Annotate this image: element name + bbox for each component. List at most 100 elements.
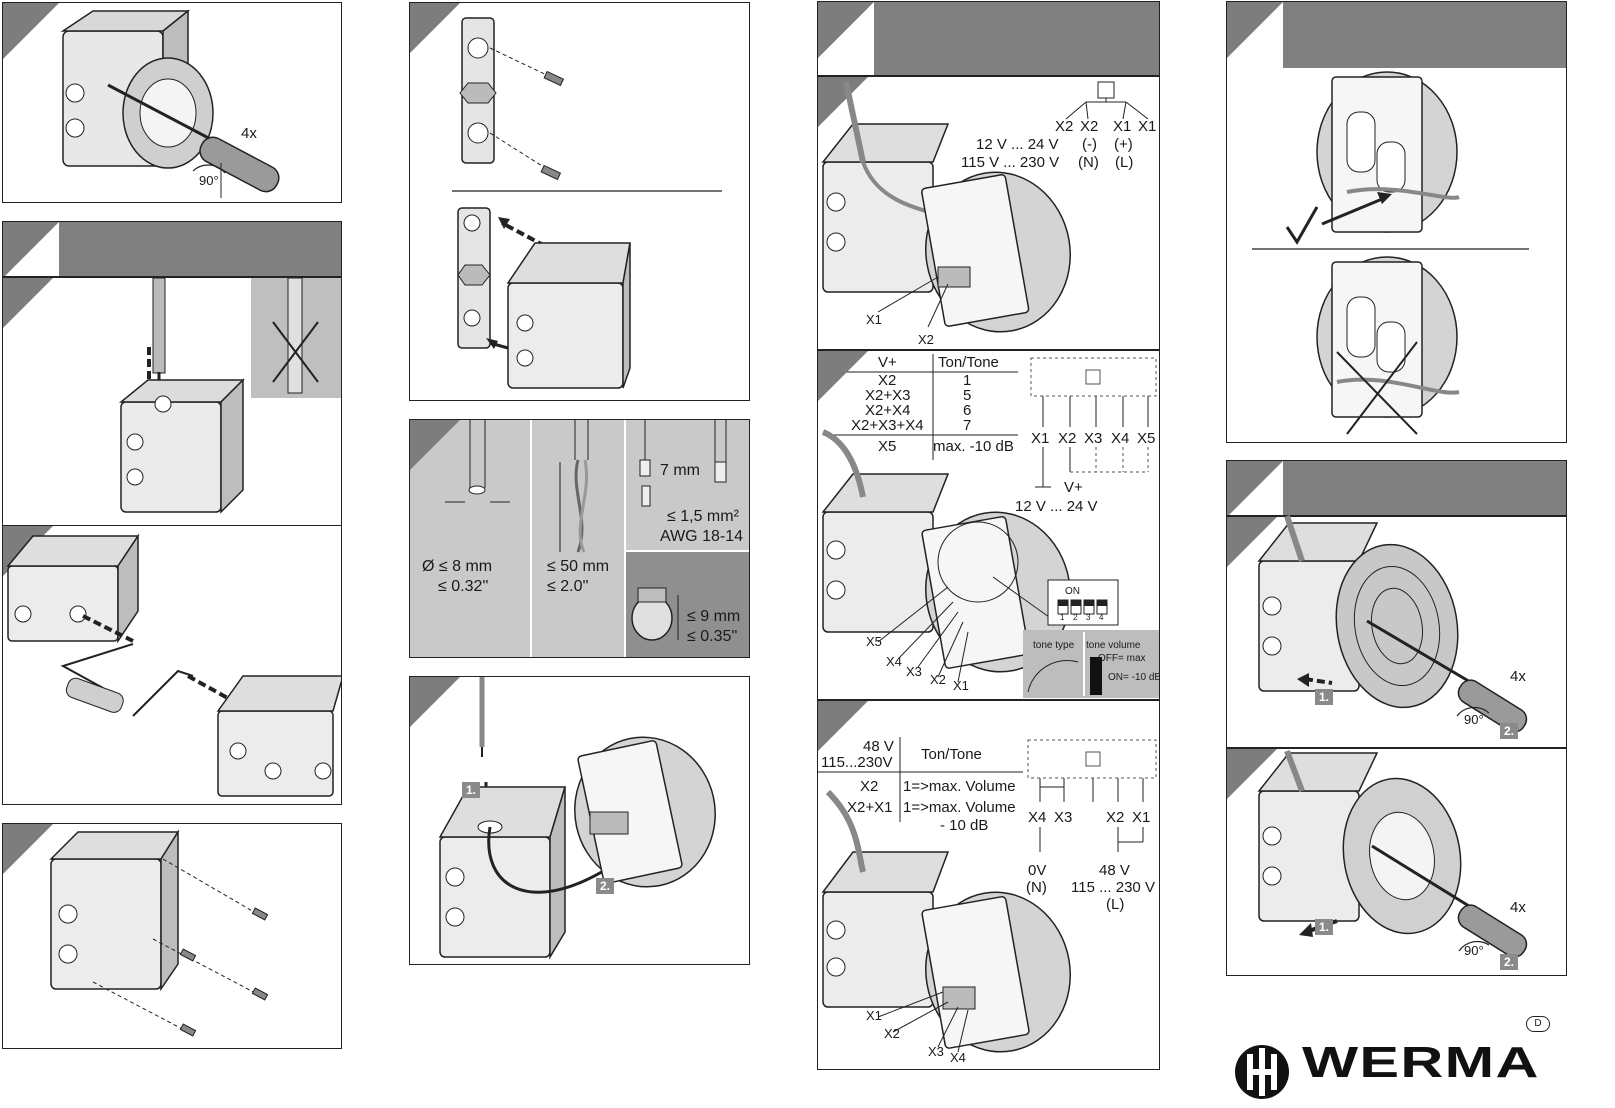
step-panel-insert-cable: 1. 2. (409, 676, 750, 965)
close2-count: 4x (1510, 899, 1526, 916)
tone-row-3-tone: 6 (963, 402, 972, 419)
tone-vplus: V+ (1064, 479, 1083, 496)
close-housing-illustration (1257, 515, 1528, 958)
gland-size-inch: ≤ 0.35'' (687, 628, 738, 645)
step-panel-bracket (409, 2, 750, 401)
tone-term-x3: X3 (1084, 430, 1103, 447)
on-minus-label: ON= -10 dB (1108, 672, 1160, 683)
cable-dimension-illustration (445, 420, 727, 641)
tone2-line: (L) (1106, 896, 1125, 913)
country-code: D (1534, 1018, 1542, 1029)
tone-term-x1: X1 (1031, 430, 1050, 447)
board-label-x3: X3 (906, 664, 922, 679)
werma-logo: WERMA (1232, 1038, 1562, 1100)
voltage-low: 12 V ... 24 V (976, 136, 1059, 153)
cable-length-inch: ≤ 2.0'' (547, 578, 589, 595)
panel-header-bar (874, 2, 1159, 75)
tone2-row2-v: X2+X1 (847, 799, 893, 816)
step-badge-2: 2. (596, 878, 615, 894)
close2-step-badge-1: 1. (1315, 919, 1334, 935)
panel-header-bar (59, 222, 341, 276)
wiring-column: X2 X2 X1 X1 12 V ... 24 V 115 V ... 230 … (817, 1, 1160, 1070)
close1-step-badge-1: 1. (1315, 689, 1334, 705)
terminal-label-x2: X2 (918, 332, 934, 347)
tone2-term-x1: X1 (1132, 809, 1151, 826)
dip-num-4: 4 (1099, 613, 1104, 622)
tone-term-x5: X5 (1137, 430, 1156, 447)
step-badge-1: 1. (462, 782, 481, 798)
tone-volume-label: tone volume (1086, 640, 1141, 651)
terminal-x1a: X1 (1113, 118, 1132, 135)
wire-awg: AWG 18-14 (660, 528, 743, 545)
insert-cable-illustration (438, 677, 716, 960)
polarity-neg: (-) (1082, 136, 1097, 153)
board2-label-x3: X3 (928, 1044, 944, 1059)
tone-row-4-tone: 7 (963, 417, 972, 434)
tone2-zero-v: 0V (1028, 862, 1047, 879)
step-panel-wall-mount (2, 823, 342, 1049)
polarity-pos: (+) (1114, 136, 1133, 153)
terminal-x2a: X2 (1055, 118, 1074, 135)
tone-row-4-v: X2+X3+X4 (851, 417, 924, 434)
gland-size: ≤ 9 mm (687, 608, 741, 625)
wall-mount-illustration (49, 829, 269, 1037)
board-label-x1: X1 (953, 678, 969, 693)
cable-spec-panel: Ø ≤ 8 mm ≤ 0.32'' ≤ 50 mm ≤ 2.0'' 7 mm ≤… (409, 419, 750, 658)
wire-cross-section: ≤ 1,5 mm² (667, 508, 739, 525)
dip-on-label: ON (1065, 586, 1080, 597)
tone2-head-v1: 48 V (863, 738, 894, 755)
close2-angle: 90° (1464, 943, 1484, 958)
board-label-x4: X4 (886, 654, 902, 669)
board-label-x2: X2 (930, 672, 946, 687)
terminal-label-x1: X1 (866, 312, 882, 327)
tone-row-2-tone: 5 (963, 387, 972, 404)
panel-header-bar (1283, 2, 1566, 68)
tone-row-5-tone: max. -10 dB (933, 438, 1014, 455)
tone2-row2-t2: - 10 dB (940, 817, 989, 834)
neutral-label: (N) (1078, 154, 1099, 171)
terminal-x2b: X2 (1080, 118, 1099, 135)
close1-step-badge-2: 2. (1500, 723, 1519, 739)
tone-row-1-tone: 1 (963, 372, 972, 389)
tone-row-2-v: X2+X3 (865, 387, 911, 404)
step-panel-knockout (2, 221, 342, 526)
werma-wordmark: WERMA (1302, 1038, 1540, 1087)
tone2-v230: 115 ... 230 V (1071, 879, 1155, 896)
housing-screwdriver-illustration (60, 9, 280, 198)
tone-term-x2: X2 (1058, 430, 1077, 447)
off-max-label: OFF= max (1098, 653, 1146, 664)
werma-logo-icon (1235, 1045, 1289, 1099)
rotation-angle: 90° (199, 173, 219, 188)
country-code-badge: D (1526, 1016, 1550, 1032)
tone2-head-tone: Ton/Tone (921, 746, 982, 763)
strip-length: 7 mm (660, 462, 700, 479)
connector-illustration (6, 533, 341, 797)
tone-row-5-v: X5 (878, 438, 897, 455)
cable-routing-illustration (1252, 71, 1529, 435)
knockout-illustration (118, 277, 319, 514)
cable-diameter: Ø ≤ 8 mm (422, 558, 493, 575)
dip-num-1: 1 (1060, 613, 1065, 622)
line-label: (L) (1115, 154, 1134, 171)
tone2-row1-t: 1=>max. Volume (903, 778, 1016, 795)
board-label-x5: X5 (866, 634, 882, 649)
tone2-term-x3: X3 (1054, 809, 1073, 826)
tone2-row2-t: 1=>max. Volume (903, 799, 1016, 816)
tone-table-head-v: V+ (878, 354, 897, 371)
tone2-neutral: (N) (1026, 879, 1047, 896)
tone-table-head-tone: Ton/Tone (938, 354, 999, 371)
dip-num-3: 3 (1086, 613, 1091, 622)
tone2-term-x2: X2 (1106, 809, 1125, 826)
panel-header-bar (1283, 461, 1566, 515)
tone-term-x4: X4 (1111, 430, 1130, 447)
board2-label-x4: X4 (950, 1050, 966, 1065)
close1-count: 4x (1510, 668, 1526, 685)
wiring-schematics (818, 81, 1159, 1053)
bracket-illustration (452, 17, 722, 389)
terminal-x1b: X1 (1138, 118, 1157, 135)
tone-voltage: 12 V ... 24 V (1015, 498, 1098, 515)
tone-row-1-v: X2 (878, 372, 897, 389)
tone2-v48: 48 V (1099, 862, 1130, 879)
tone2-head-v2: 115...230V (821, 754, 893, 771)
tone-type-label: tone type (1033, 640, 1075, 651)
